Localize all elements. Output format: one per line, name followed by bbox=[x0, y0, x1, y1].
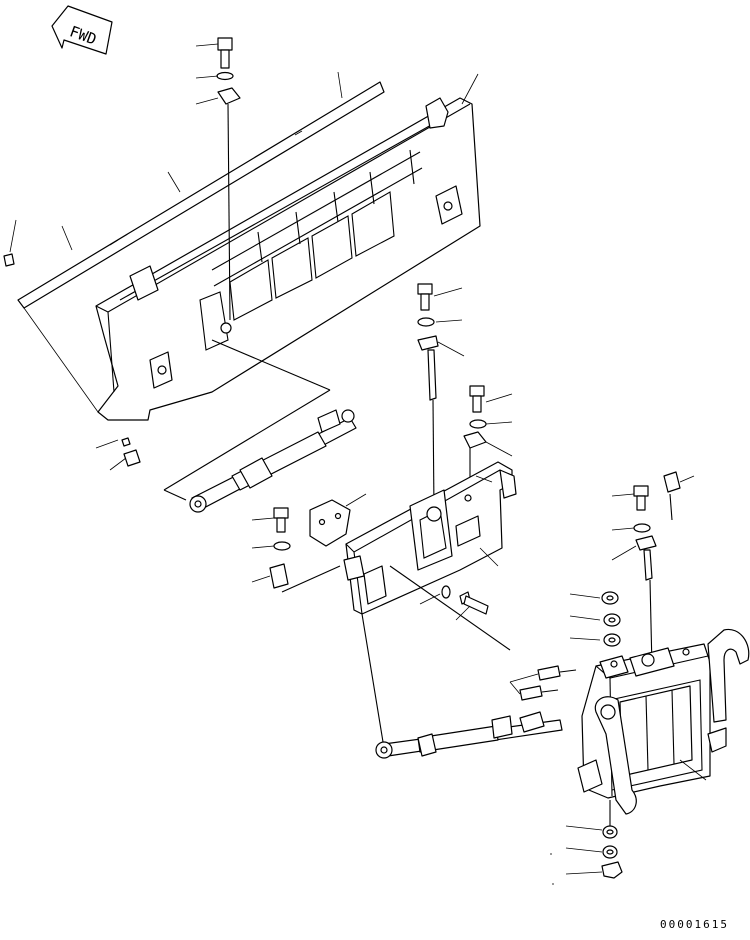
pin-hole bbox=[444, 202, 452, 210]
cylinder-head-eye bbox=[342, 410, 354, 422]
blade-leader-lines bbox=[4, 72, 478, 470]
eye-bore bbox=[195, 501, 201, 507]
mounting-plate bbox=[464, 432, 486, 448]
blade-bolt-stack bbox=[196, 38, 240, 320]
washer bbox=[442, 586, 450, 598]
bolt-shank bbox=[637, 496, 645, 510]
bolt-shank bbox=[421, 294, 429, 310]
mounting-plate bbox=[270, 564, 288, 588]
bolt-head bbox=[418, 284, 432, 294]
bolt-shank bbox=[464, 596, 488, 614]
grease-fitting bbox=[664, 472, 680, 492]
center-bolt-stack bbox=[418, 284, 464, 510]
fwd-arrow-marker: FWD bbox=[52, 6, 112, 54]
hydraulic-fittings bbox=[510, 472, 694, 700]
bolt-head bbox=[470, 386, 484, 396]
pivot-bolt-stack bbox=[612, 486, 656, 668]
bolt-shank bbox=[277, 518, 285, 532]
grease-fitting bbox=[683, 649, 689, 655]
pin-hole bbox=[465, 495, 471, 501]
bolt-head bbox=[274, 508, 288, 518]
elbow-fitting bbox=[520, 686, 542, 700]
elbow-fitting bbox=[538, 666, 560, 680]
pivot-washer-stack-lower bbox=[550, 800, 622, 884]
mount-boss bbox=[221, 323, 231, 333]
pin-hole bbox=[158, 366, 166, 374]
bolt-shank bbox=[473, 396, 481, 412]
push-frame-pivot-block bbox=[578, 629, 749, 814]
link-line bbox=[362, 614, 384, 748]
grease-fitting bbox=[122, 438, 130, 446]
mounting-plate bbox=[636, 536, 656, 550]
pin bbox=[428, 350, 436, 400]
left-bolt-stack bbox=[252, 508, 340, 592]
bolt-head bbox=[634, 486, 648, 496]
washer-bore bbox=[609, 638, 615, 642]
lower-hydraulic-cylinder bbox=[376, 712, 562, 758]
washer-bore bbox=[607, 830, 613, 834]
mounting-plate bbox=[418, 336, 438, 350]
pivot-washer-stack-upper bbox=[570, 592, 620, 646]
mounting-plate bbox=[218, 88, 240, 104]
link-line bbox=[390, 566, 510, 650]
pin-hole bbox=[611, 661, 617, 667]
bolt-hole bbox=[336, 514, 341, 519]
document-number: 00001615 bbox=[660, 918, 729, 931]
bolt-head bbox=[218, 38, 232, 50]
hex-nut bbox=[602, 862, 622, 878]
washer-bore bbox=[607, 850, 613, 854]
pivot-frame-plate bbox=[344, 462, 516, 620]
washer bbox=[274, 542, 290, 550]
washer-bore bbox=[607, 596, 613, 600]
bolt-hole bbox=[320, 520, 325, 525]
upper-hydraulic-cylinder bbox=[164, 340, 356, 512]
eye-bore bbox=[381, 747, 387, 753]
pin bbox=[644, 550, 652, 580]
small-bolt bbox=[4, 254, 14, 266]
bolt-shank bbox=[221, 50, 229, 68]
nut bbox=[124, 450, 140, 466]
pivot-boss bbox=[642, 654, 654, 666]
washer bbox=[418, 318, 434, 326]
blade-frame-assembly bbox=[18, 82, 480, 420]
washer bbox=[470, 420, 486, 428]
saddle-block bbox=[310, 494, 366, 546]
washer bbox=[634, 524, 650, 532]
washer bbox=[217, 73, 233, 80]
pivot-boss bbox=[427, 507, 441, 521]
arm-pivot bbox=[601, 705, 615, 719]
washer-bore bbox=[609, 618, 615, 622]
